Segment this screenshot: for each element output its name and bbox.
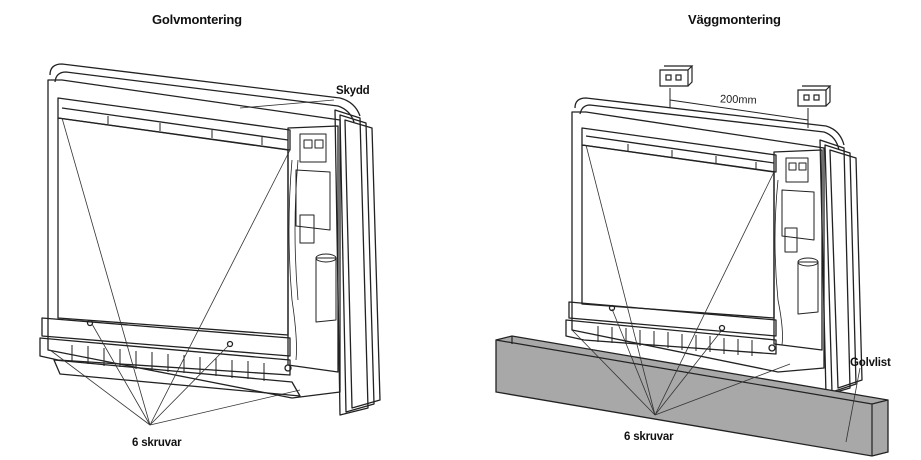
baseboard (495, 335, 889, 457)
wall-screws-label: 6 skruvar (624, 431, 674, 443)
heater-wall-mount (565, 97, 863, 396)
distance-dimension (669, 88, 809, 128)
heater-floor-mount (39, 63, 381, 416)
right-pointer-lines (571, 144, 861, 443)
floor-screws-label: 6 skruvar (132, 437, 182, 449)
guard-label: Skydd (336, 85, 370, 97)
left-pointer-lines (49, 99, 335, 426)
baseboard-label: Golvlist (850, 357, 891, 369)
floor-mount-title: Golvmontering (152, 12, 242, 27)
distance-label: 200mm (719, 93, 757, 107)
wall-mount-title: Väggmontering (688, 12, 781, 27)
wall-bracket-left (659, 65, 694, 87)
wall-bracket-right (797, 85, 832, 107)
